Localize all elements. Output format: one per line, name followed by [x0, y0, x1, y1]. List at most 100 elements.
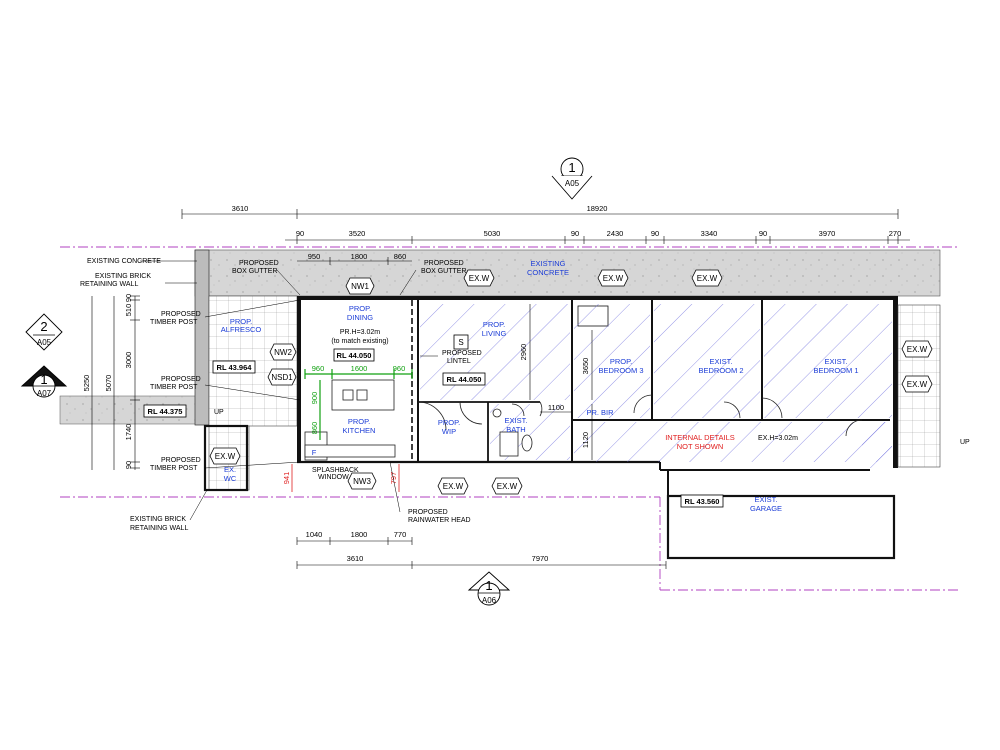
- callout-box-gutter-1a: PROPOSED: [239, 260, 279, 267]
- dim-chain-8: 90: [759, 229, 767, 238]
- dim-chain-10: 270: [889, 229, 902, 238]
- room-alfresco-2: ALFRESCO: [221, 325, 262, 334]
- dim-bath-1120: 1120: [581, 432, 590, 448]
- room-bir: PR. BIR: [586, 408, 614, 417]
- room-living-2: LIVING: [482, 329, 507, 338]
- dim-lines-top: [181, 209, 910, 265]
- svg-text:RL 43.560: RL 43.560: [685, 497, 720, 506]
- room-alfresco-1: PROP.: [230, 317, 252, 326]
- svg-text:RL 44.050: RL 44.050: [447, 375, 482, 384]
- room-bedroom2-2: BEDROOM 2: [698, 366, 743, 375]
- dim-kitchen-960b: 960: [393, 364, 406, 373]
- dim-bottom-7970: 7970: [532, 554, 549, 563]
- dim-dining-1800: 1800: [351, 252, 368, 261]
- callout-existing-concrete: EXISTING CONCRETE: [87, 258, 161, 265]
- dim-dining-950: 950: [308, 252, 321, 261]
- door-swings: [417, 394, 863, 437]
- boundary-lines: [60, 246, 960, 591]
- dim-left-90a: 90: [124, 294, 133, 302]
- room-dining-1: PROP.: [349, 304, 371, 313]
- leader-lines: [140, 260, 438, 521]
- note-stair: S: [458, 338, 463, 347]
- dim-dining-860: 860: [394, 252, 407, 261]
- dim-kitchen-960a: 960: [312, 364, 325, 373]
- room-wc-2: WC: [224, 474, 237, 483]
- callout-box-gutter-1b: BOX GUTTER: [232, 268, 278, 275]
- room-wip-1: PROP.: [438, 418, 460, 427]
- room-bedroom1-2: BEDROOM 1: [813, 366, 858, 375]
- section-left-a-ref: A05: [37, 338, 52, 347]
- dim-chain-9: 3970: [819, 229, 836, 238]
- dim-left-5250: 5250: [82, 375, 91, 392]
- stair-box: [453, 334, 469, 350]
- callout-timber-post-2b: TIMBER POST: [150, 384, 198, 391]
- hall-hatch: [574, 422, 892, 462]
- tag-nw1: NW1: [351, 282, 369, 291]
- room-bedroom3-1: PROP.: [610, 357, 632, 366]
- dim-bottom-770: 770: [394, 530, 407, 539]
- room-bedroom1-1: EXIST.: [825, 357, 848, 366]
- tag-exw-6: EX.W: [215, 452, 236, 461]
- dim-left-1740: 1740: [124, 424, 133, 441]
- section-marker-top: 1 A05: [551, 157, 593, 200]
- section-top-ref: A05: [565, 179, 580, 188]
- level-tag-1: RL 43.964: [212, 360, 256, 374]
- level-tag-5: RL 43.560: [680, 494, 724, 508]
- dim-red-941: 941: [282, 472, 291, 485]
- svg-text:RL 44.375: RL 44.375: [148, 407, 183, 416]
- note-internal-2: NOT SHOWN: [677, 442, 724, 451]
- callout-brick-wall-bottom-2: RETAINING WALL: [130, 525, 188, 532]
- concrete-label-1: EXISTING: [530, 259, 565, 268]
- dim-top-18920: 18920: [587, 204, 608, 213]
- tag-exw-8: EX.W: [907, 380, 928, 389]
- dim-kitchen-860: 860: [310, 422, 319, 435]
- svg-text:RL 44.050: RL 44.050: [337, 351, 372, 360]
- callout-brick-wall-top-2: RETAINING WALL: [80, 281, 138, 288]
- room-garage-1: EXIST.: [755, 495, 778, 504]
- note-internal-1: INTERNAL DETAILS: [665, 433, 735, 442]
- dim-lines-left: [91, 295, 140, 470]
- window-tags: [209, 269, 933, 495]
- room-bath-1: EXIST.: [505, 416, 528, 425]
- tag-nw2: NW2: [274, 348, 292, 357]
- callout-box-gutter-2a: PROPOSED: [424, 260, 464, 267]
- callout-timber-post-1a: PROPOSED: [161, 311, 201, 318]
- callout-rainwater-1: PROPOSED: [408, 509, 448, 516]
- dim-left-3000: 3000: [124, 352, 133, 369]
- bedroom3-hatch: [574, 304, 650, 418]
- note-ceiling-exist: EX.H=3.02m: [758, 435, 798, 442]
- dim-bottom-1040: 1040: [306, 530, 323, 539]
- note-fridge: F: [312, 448, 317, 457]
- note-ceiling-match: (to match existing): [331, 338, 388, 345]
- dim-left-5070: 5070: [104, 375, 113, 392]
- tag-exw-4: EX.W: [443, 482, 464, 491]
- callout-timber-post-1b: TIMBER POST: [150, 319, 198, 326]
- note-ceiling-prop: PR.H=3.02m: [340, 329, 380, 336]
- room-garage-2: GARAGE: [750, 504, 782, 513]
- tag-exw-7: EX.W: [907, 345, 928, 354]
- dim-left-90b: 90: [124, 461, 133, 469]
- callout-lintel-2: LINTEL: [447, 358, 471, 365]
- bedroom2-hatch: [654, 304, 760, 418]
- dim-living-2960: 2960: [519, 344, 528, 361]
- callout-brick-wall-bottom-1: EXISTING BRICK: [130, 516, 186, 523]
- callout-up-left: UP: [214, 409, 224, 416]
- callout-rainwater-2: RAINWATER HEAD: [408, 517, 471, 524]
- dim-chain-5: 2430: [607, 229, 624, 238]
- tag-nw3: NW3: [353, 477, 371, 486]
- dim-chain-6: 90: [651, 229, 659, 238]
- garage: [666, 494, 896, 560]
- callout-timber-post-2a: PROPOSED: [161, 376, 201, 383]
- kitchen-green-dims: [304, 369, 413, 440]
- callout-up-right: UP: [960, 439, 970, 446]
- dim-bed3-3650: 3650: [581, 358, 590, 375]
- section-top-number: 1: [568, 160, 575, 175]
- dim-kitchen-1600: 1600: [351, 364, 368, 373]
- dim-chain-3: 5030: [484, 229, 501, 238]
- dim-red-797: 797: [389, 472, 398, 485]
- level-tag-3: RL 44.050: [442, 372, 486, 386]
- section-left-b-number: 1: [40, 372, 47, 387]
- wc-room: [203, 424, 249, 492]
- tag-nsd1: NSD1: [271, 373, 293, 382]
